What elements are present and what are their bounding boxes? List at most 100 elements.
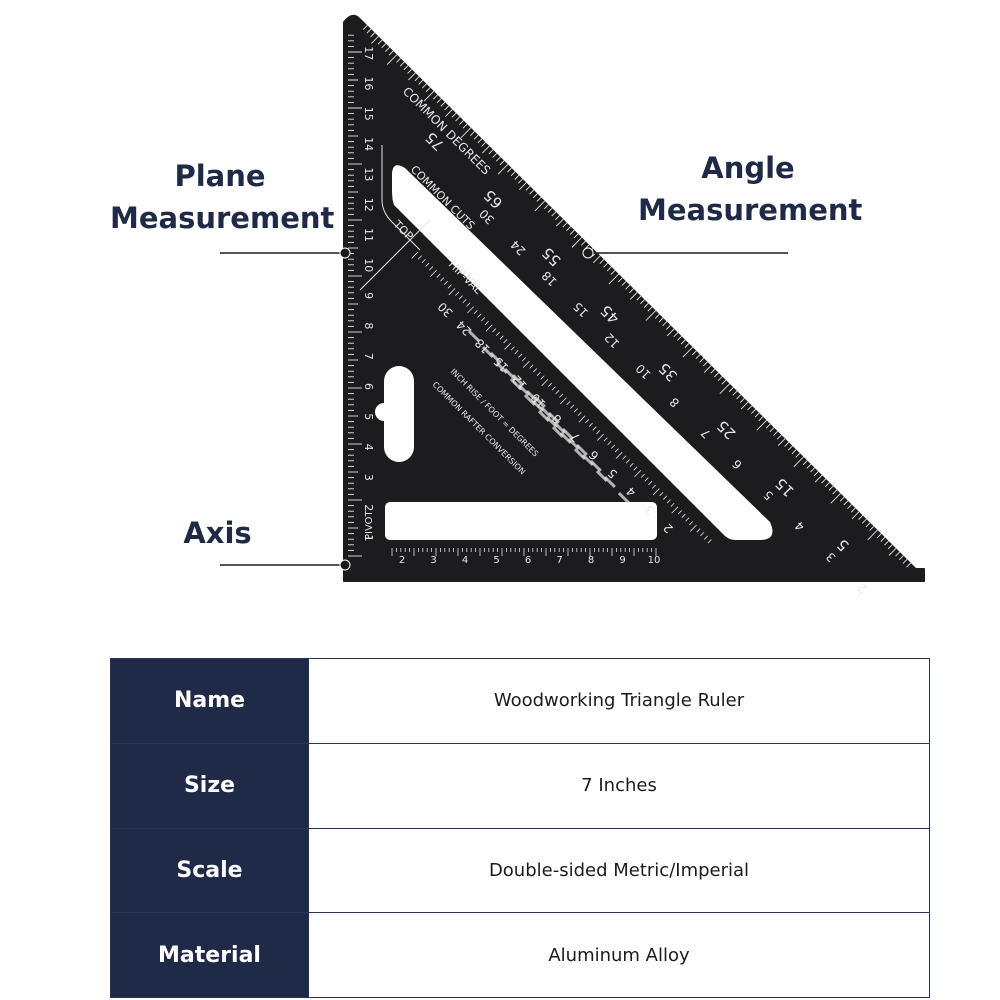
inner-scale-tick — [614, 448, 619, 453]
hypotenuse-tick — [403, 65, 409, 71]
spec-table: Name Woodworking Triangle Ruler Size 7 I… — [110, 658, 930, 998]
inner-scale-tick — [429, 266, 434, 271]
hypotenuse-tick — [702, 361, 708, 367]
plane-callout-line1: Plane — [174, 159, 266, 193]
hypotenuse-tick — [473, 134, 479, 140]
bottom-scale-label: 10 — [648, 555, 661, 566]
spec-label-scale: Scale — [110, 827, 309, 914]
hypotenuse-tick — [532, 193, 538, 199]
hypotenuse-tick — [787, 445, 793, 451]
hypotenuse-tick — [407, 68, 413, 74]
hypotenuse-tick — [488, 149, 494, 155]
vertical-scale-label: 4 — [362, 444, 375, 451]
vertical-scale-label: 16 — [362, 77, 375, 91]
inner-scale-tick — [540, 375, 545, 380]
rafter-table-cell — [523, 394, 536, 407]
inner-scale-tick — [485, 324, 493, 332]
inner-scale-tick — [570, 404, 575, 409]
hypotenuse-tick — [858, 515, 864, 520]
hypotenuse-tick — [497, 163, 509, 175]
hypotenuse-tick — [362, 24, 368, 30]
inner-scale-tick — [559, 393, 564, 398]
inner-scale-tick — [666, 499, 671, 504]
inner-scale-tick — [696, 528, 701, 533]
spec-label-size: Size — [110, 742, 309, 829]
inner-scale-tick — [689, 524, 697, 532]
hypotenuse-tick — [433, 94, 438, 100]
inner-scale-tick — [634, 470, 642, 478]
hypotenuse-tick — [821, 478, 827, 484]
vertical-scale-label: 8 — [362, 322, 375, 329]
hypotenuse-tick — [643, 302, 649, 308]
inner-scale-tick — [462, 299, 467, 304]
inner-scale-tick — [578, 415, 586, 423]
inner-scale-tick — [622, 455, 627, 460]
inner-scale-tick — [670, 502, 675, 508]
inner-scale-tick — [596, 430, 601, 435]
hypotenuse-tick — [756, 419, 767, 431]
hypotenuse-tick — [673, 332, 679, 338]
inner-scale-tick — [443, 280, 448, 285]
hypotenuse-tick — [617, 277, 623, 283]
rafter-table-cell — [595, 470, 608, 483]
inner-scale-tick — [615, 451, 623, 459]
inner-scale-tick — [466, 302, 471, 307]
hypotenuse-tick — [543, 204, 549, 210]
hypotenuse-tick — [555, 215, 560, 221]
hypotenuse-tick — [366, 28, 372, 34]
hypotenuse-tick — [422, 83, 427, 89]
hypotenuse-tick — [691, 350, 697, 356]
axis-callout-dot — [339, 559, 351, 571]
hypotenuse-tick — [573, 233, 579, 239]
hypotenuse-tick — [776, 434, 782, 440]
diagonal-slot — [392, 165, 773, 540]
hypotenuse-tick — [876, 533, 882, 539]
inner-scale-tick — [411, 251, 419, 259]
inner-scale-tick — [629, 462, 634, 467]
hypotenuse-tick — [810, 467, 816, 473]
inner-scale-tick — [677, 510, 682, 515]
hypotenuse-tick — [851, 511, 860, 520]
inner-scale-tick — [633, 466, 638, 471]
inner-scale-tick — [455, 291, 460, 296]
inner-scale-tick — [671, 506, 679, 514]
hypotenuse-tick — [592, 255, 601, 264]
angle-callout-dot — [582, 247, 594, 259]
hypotenuse-inch-label: 2 — [855, 580, 870, 595]
hypotenuse-tick — [566, 226, 572, 232]
inner-scale-tick — [607, 440, 612, 446]
hypotenuse-tick — [850, 507, 856, 513]
hypotenuse-tick — [510, 171, 516, 177]
hypotenuse-tick — [658, 317, 664, 323]
inner-scale-tick — [481, 317, 486, 322]
hypotenuse-tick — [414, 76, 420, 82]
top-guide-line — [359, 219, 431, 291]
inner-scale-tick — [522, 360, 530, 368]
hypotenuse-tick — [898, 555, 904, 561]
inner-scale-tick — [429, 269, 437, 277]
hypotenuse-tick — [740, 401, 749, 410]
spec-value-scale: Double-sided Metric/Imperial — [308, 827, 930, 914]
hypotenuse-tick — [728, 387, 734, 392]
hypotenuse-tick — [525, 185, 531, 191]
hypotenuse-tick — [470, 131, 475, 136]
hypotenuse-tick — [703, 365, 712, 373]
inner-scale-tick — [555, 390, 560, 395]
hypotenuse-tick — [647, 306, 653, 312]
hypotenuse-tick — [773, 430, 779, 436]
hypotenuse-tick — [370, 32, 376, 38]
rafter-table-cell — [537, 410, 550, 423]
hypotenuse-tick — [608, 273, 620, 285]
inner-scale-tick — [421, 258, 426, 264]
hypotenuse-tick — [436, 98, 442, 104]
inner-scale-tick — [514, 349, 519, 355]
hypotenuse-tick — [769, 427, 775, 433]
hypotenuse-tick — [492, 152, 498, 158]
spec-value-name: Woodworking Triangle Ruler — [308, 658, 930, 744]
hypotenuse-tick — [536, 196, 542, 202]
hypotenuse-tick — [828, 485, 834, 491]
pivot-label: PIVOT — [364, 509, 375, 540]
inner-scale-tick — [551, 386, 556, 391]
hypotenuse-tick — [869, 526, 875, 531]
hypotenuse-tick — [680, 339, 686, 345]
